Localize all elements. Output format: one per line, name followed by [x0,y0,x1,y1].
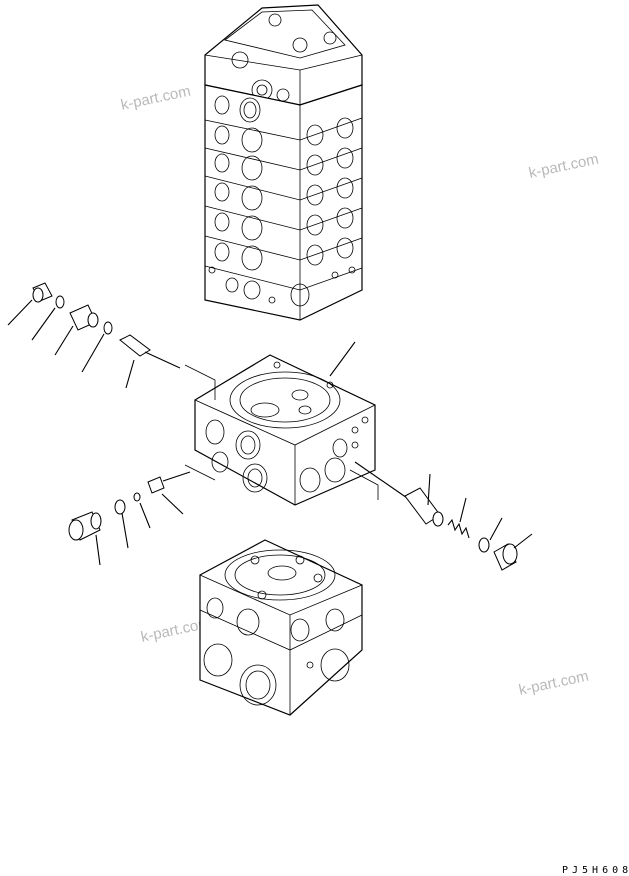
watermark-2: k-part.com [527,151,600,182]
lower-valve-stack [199,539,363,716]
upper-valve-stack [204,4,363,321]
left-lower-parts [68,471,191,566]
watermark-4: k-part.com [517,668,590,699]
right-parts [329,341,533,571]
watermark-1: k-part.com [119,83,192,114]
left-upper-parts [7,282,181,389]
drawing-code: PJ5H608 [562,865,629,876]
center-valve-section [184,354,379,506]
